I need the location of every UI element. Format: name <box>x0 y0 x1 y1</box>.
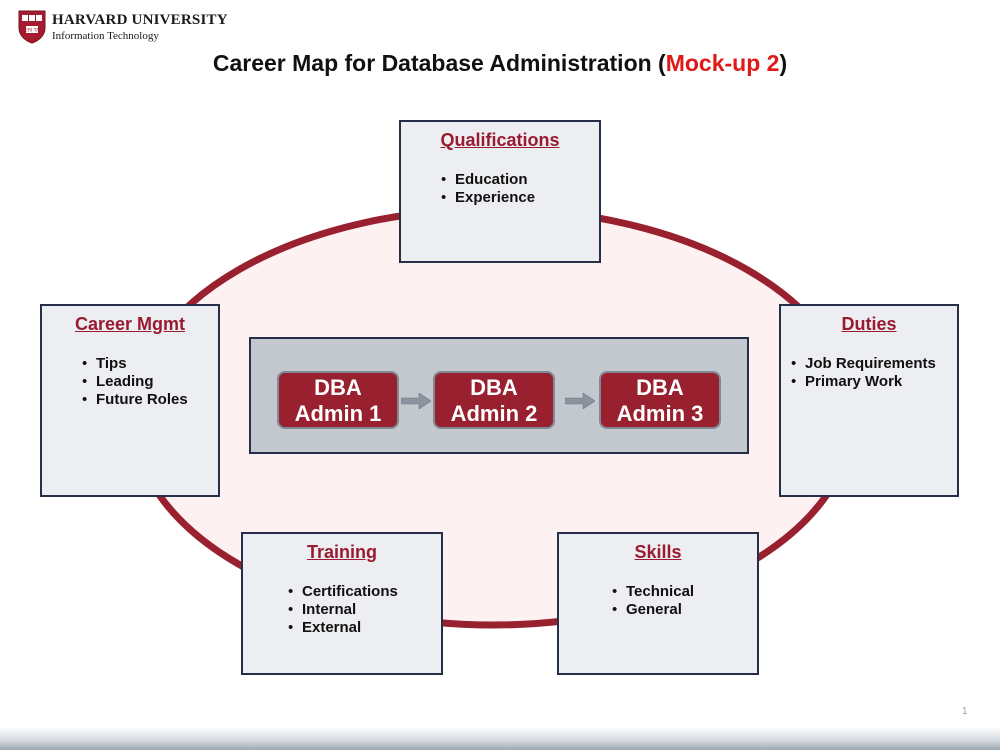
career-mgmt-heading: Career Mgmt <box>74 314 186 334</box>
qualifications-list: •Education •Experience <box>401 171 599 207</box>
duties-heading: Duties <box>841 314 897 334</box>
page-number: 1 <box>962 706 968 717</box>
career-mgmt-list: •Tips •Leading •Future Roles <box>42 355 218 409</box>
list-item: •Experience <box>441 189 536 206</box>
university-name: HARVARD UNIVERSITY <box>52 12 228 28</box>
training-card: Training •Certifications •Internal •Exte… <box>241 532 443 675</box>
duties-list: •Job Requirements •Primary Work <box>781 355 957 391</box>
list-item: •Tips <box>82 355 127 372</box>
title-main: Career Map for Database Administration ( <box>212 50 666 76</box>
list-item: •Job Requirements <box>791 355 936 372</box>
list-item: •External <box>288 619 362 636</box>
qualifications-card: Qualifications •Education •Experience <box>399 120 601 263</box>
list-item: •Education <box>441 171 528 188</box>
page-title: Career Map for Database Administration (… <box>0 50 1000 77</box>
skills-list: •Technical •General <box>559 583 757 619</box>
arrow-right-icon <box>565 393 595 409</box>
qualifications-heading: Qualifications <box>440 130 560 150</box>
training-heading: Training <box>306 542 377 562</box>
list-item: •Primary Work <box>791 373 903 390</box>
footer-bar <box>0 727 1000 750</box>
department-name: Information Technology <box>52 30 159 42</box>
career-mgmt-card: Career Mgmt •Tips •Leading •Future Roles <box>40 304 220 497</box>
harvard-shield-icon: VERI TAS <box>18 10 46 44</box>
title-accent: Mock-up 2 <box>665 50 780 76</box>
list-item: •Leading <box>82 373 154 390</box>
list-item: •Technical <box>612 583 695 600</box>
arrow-right-icon <box>401 393 431 409</box>
harvard-logo: VERI TAS HARVARD UNIVERSITY Information … <box>18 10 258 44</box>
list-item: •Internal <box>288 601 357 618</box>
list-item: •Certifications <box>288 583 398 600</box>
skills-card: Skills •Technical •General <box>557 532 759 675</box>
training-list: •Certifications •Internal •External <box>243 583 441 637</box>
skills-heading: Skills <box>634 542 682 562</box>
list-item: •General <box>612 601 682 618</box>
list-item: •Future Roles <box>82 391 188 408</box>
title-close: ) <box>779 50 788 76</box>
svg-text:VERI TAS: VERI TAS <box>22 28 42 34</box>
duties-card: Duties •Job Requirements •Primary Work <box>779 304 959 497</box>
